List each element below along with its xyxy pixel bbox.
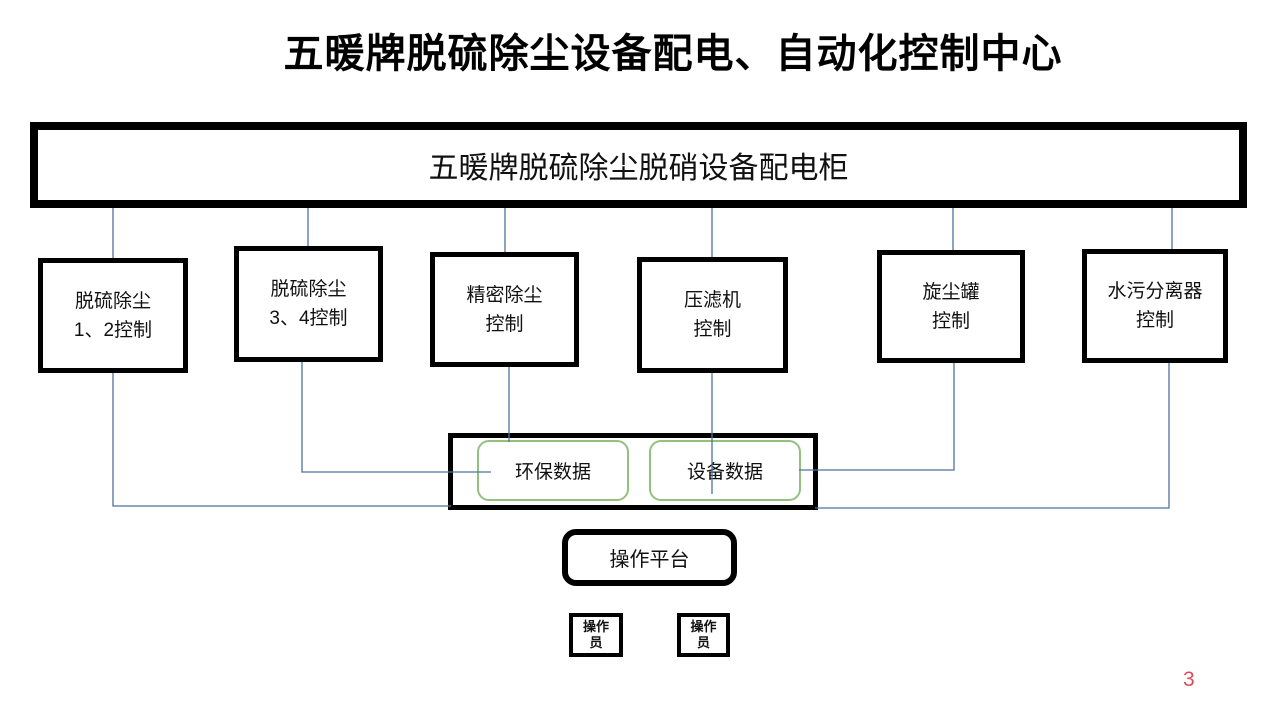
operator-label-line1: 操作 [690,619,717,634]
operator-box-2: 操作 员 [677,613,730,657]
connector-unit-5-to-equipment-data [799,363,955,471]
control-unit-label-line1: 脱硫除尘 [270,279,347,300]
control-unit-label-line1: 精密除尘 [466,284,543,306]
control-unit-filter-press: 压滤机 控制 [637,257,788,373]
slide-title: 五暖牌脱硫除尘设备配电、自动化控制中心 [283,32,1063,76]
control-unit-water-separator: 水污分离器 控制 [1082,249,1228,363]
operator-label-line1: 操作 [582,619,609,634]
control-unit-label-line1: 旋尘罐 [922,281,980,303]
power-cabinet-box: 五暖牌脱硫除尘脱硝设备配电柜 [30,122,1247,208]
page-number: 3 [1183,668,1195,691]
control-unit-desulfurization-1-2: 脱硫除尘 1、2控制 [38,258,188,373]
operation-platform-label: 操作平台 [609,549,690,571]
operator-label-line2: 员 [589,635,603,650]
control-unit-cyclone-tank: 旋尘罐 控制 [877,250,1025,363]
connector-unit-6-to-hub [815,363,1170,509]
control-unit-label-line2: 控制 [931,310,970,332]
operation-platform-box: 操作平台 [562,529,737,586]
power-cabinet-label: 五暖牌脱硫除尘脱硝设备配电柜 [428,152,849,185]
control-unit-label-line2: 3、4控制 [269,308,348,329]
control-unit-label-line2: 控制 [1135,310,1174,331]
control-unit-label-line1: 压滤机 [683,290,741,311]
operator-label-line2: 员 [696,635,710,650]
control-unit-label-line2: 1、2控制 [73,319,153,341]
control-unit-label-line1: 水污分离器 [1107,281,1203,302]
control-unit-desulfurization-3-4: 脱硫除尘 3、4控制 [234,246,383,362]
control-unit-label-line2: 控制 [485,313,524,335]
control-unit-precision-dedusting: 精密除尘 控制 [430,252,579,367]
data-item-label: 设备数据 [686,462,763,483]
data-item-environmental: 环保数据 [477,440,629,501]
connector-unit-1-to-hub [112,373,451,507]
control-unit-label-line2: 控制 [693,319,732,340]
data-item-equipment: 设备数据 [649,440,801,501]
data-item-label: 环保数据 [514,462,591,483]
operator-box-1: 操作 员 [569,613,623,657]
control-unit-label-line1: 脱硫除尘 [74,290,151,312]
